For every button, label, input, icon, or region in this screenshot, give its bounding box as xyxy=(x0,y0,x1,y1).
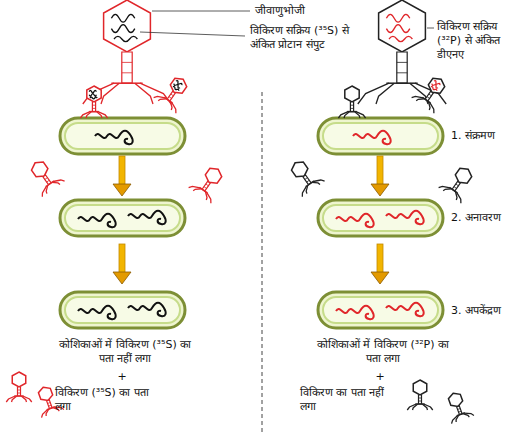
empty-phage xyxy=(24,155,65,197)
leader-line xyxy=(152,11,250,12)
bacterium xyxy=(60,292,185,328)
step-label: 2. अनावरण xyxy=(451,211,523,225)
bacterium xyxy=(318,200,443,236)
dna xyxy=(336,306,374,319)
result-note: विकिरण का पता नहीं लगा xyxy=(300,386,400,414)
dna xyxy=(336,214,374,227)
plus-sign: + xyxy=(373,370,387,384)
step-arrow xyxy=(113,244,131,284)
dna xyxy=(386,211,424,224)
attached-phage xyxy=(80,86,107,118)
bacterium xyxy=(318,118,443,154)
part-name: जीवाणुभोजी xyxy=(255,4,365,18)
part-name: विकिरण सक्रिय (³²P) से अंकित डीएनए xyxy=(437,20,523,62)
empty-phage xyxy=(439,161,480,203)
plus-sign: + xyxy=(115,370,129,384)
empty-phage xyxy=(6,372,32,402)
divider xyxy=(262,92,263,432)
empty-phage xyxy=(284,155,325,197)
empty-phage xyxy=(407,380,433,410)
result-note: कोशिकाओं में विकिरण (³²P) का पता लगा xyxy=(313,338,453,366)
step-arrow xyxy=(371,156,389,196)
bacterium xyxy=(60,200,185,236)
attached-phage xyxy=(338,86,365,118)
dna xyxy=(78,214,116,227)
empty-phage xyxy=(189,161,230,203)
dna xyxy=(128,303,166,316)
leader-line xyxy=(427,28,434,29)
bacterium xyxy=(60,118,185,154)
dna xyxy=(78,306,116,319)
step-arrow xyxy=(113,156,131,196)
part-name: विकिरण सक्रिय (³⁵S) से अंकित प्रोटान संप… xyxy=(250,24,358,52)
leader-line xyxy=(140,32,245,36)
phage xyxy=(154,71,195,113)
step-label: 3. अपकेंद्रण xyxy=(451,304,523,318)
injected-dna xyxy=(353,131,391,144)
phage xyxy=(412,71,453,113)
injected-dna xyxy=(95,131,133,144)
dna xyxy=(128,211,166,224)
step-arrow xyxy=(371,244,389,284)
dna xyxy=(386,303,424,316)
result-note: विकिरण (³⁵S) का पता लगा xyxy=(55,386,150,414)
bacterium xyxy=(318,292,443,328)
empty-phage xyxy=(442,389,474,423)
step-label: 1. संक्रमण xyxy=(451,129,523,143)
result-note: कोशिकाओं में विकिरण (³⁵S) का पता नहीं लग… xyxy=(55,338,195,366)
